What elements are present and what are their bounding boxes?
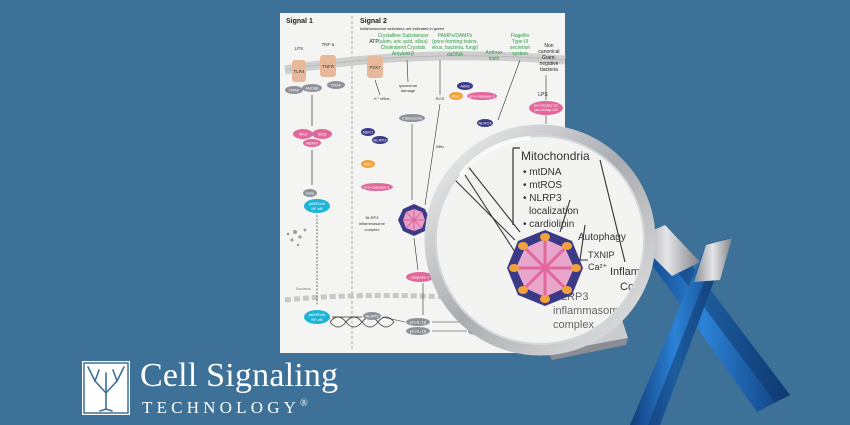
signal1-arrows — [311, 95, 362, 318]
mag-mito-title: Mitochondria — [521, 149, 590, 163]
activator-flagellin-2: Type III — [512, 39, 528, 45]
node-tnfr: TNFR — [322, 64, 335, 69]
mag-mito-localization: localization — [529, 206, 578, 217]
node-ikba: IκBα — [306, 191, 315, 196]
mag-autophagy: Autophagy — [578, 232, 626, 243]
mag-txnip: TXNIP — [588, 250, 615, 260]
activator-atp: ATP — [369, 39, 379, 45]
node-mito-small: Mito — [436, 144, 444, 149]
node-nlrp3-gene: NLRP3 — [366, 314, 380, 319]
node-tlr4: TLR4 — [293, 69, 305, 74]
node-nlrp3-inflammasome-2: inflammasome — [359, 221, 386, 226]
tree-icon — [82, 361, 130, 415]
node-nlrp3: NLRP3 — [374, 138, 388, 143]
node-nfkb: NF-κB — [311, 206, 323, 211]
activator-flagellin-1: Flagellin — [511, 33, 530, 39]
node-procasp11-2: pro-hCasp-4,5 — [535, 108, 558, 112]
node-procasp11-1: pro-mCasp-11/ — [534, 104, 558, 108]
mag-nlrp3-3: complex — [553, 319, 594, 331]
mag-mito-cardiolipin: • cardiolipin — [523, 219, 574, 230]
activator-pamps-3: virus, bacteria, fungi) — [432, 45, 479, 51]
activator-flagellin-4: system — [512, 51, 528, 57]
activator-lps-right: LPS — [538, 92, 548, 98]
mag-mito-mtdna: • mtDNA — [523, 167, 562, 178]
node-asc2: ASC — [364, 162, 372, 167]
registered-mark: ® — [300, 398, 308, 409]
signal2-arrows — [374, 59, 547, 332]
node-procasp1: pro-caspase-1 — [469, 94, 495, 99]
node-k-efflux: K⁺ efflux — [374, 96, 389, 101]
node-myd88: MyD88 — [306, 86, 319, 91]
activator-noncanonical-2: canonical — [538, 49, 559, 55]
mag-mito-mtros: • mtROS — [523, 180, 562, 191]
mag-mito-nlrp3: • NLRP3 — [523, 193, 562, 204]
node-caspase1-big: caspase-1 — [411, 275, 430, 280]
logo-subtitle: TECHNOLOGY® — [142, 398, 308, 418]
node-p65b: p65/RelA — [309, 312, 326, 317]
signal1-receptors — [292, 55, 383, 82]
activator-anthrax-2: toxin — [489, 56, 500, 62]
node-asc: ASC — [452, 94, 460, 99]
logo-name: Cell Signaling — [140, 357, 339, 394]
activator-dsdna: dsDNA — [447, 52, 464, 58]
activator-noncanonical-5: bacteria — [540, 67, 558, 73]
activator-noncanonical-3: Gram- — [542, 55, 557, 61]
node-nek7: NEK7 — [363, 130, 374, 135]
signal2-subtitle: Inflammasome activators are indicated in… — [360, 26, 445, 31]
node-nfkb2: NF-κB — [311, 317, 323, 322]
activator-anthrax-1: Anthrax — [485, 50, 503, 56]
node-ikka: IKKα — [299, 132, 308, 137]
node-traf2: TRAF — [331, 83, 342, 88]
node-cathepsin: Cathepsins — [402, 116, 422, 121]
node-il1b-pro: pro-IL-1β — [410, 320, 427, 325]
activator-crystalline-3: Cholesterol Crystals — [381, 45, 426, 51]
signal2-title: Signal 2 — [360, 18, 387, 25]
activator-noncanonical-4: negative — [540, 61, 559, 67]
logo-subtitle-text: TECHNOLOGY — [142, 398, 301, 417]
node-nlrp3-inflammasome-1: NLRP3 — [366, 215, 380, 220]
company-logo[interactable]: Cell Signaling TECHNOLOGY® — [82, 357, 372, 421]
node-tnfa: TNF-α — [322, 42, 335, 47]
activator-crystalline-4: Amyloid-β — [392, 51, 414, 57]
node-p2x7: P2X7 — [369, 65, 381, 70]
node-ikkb: IKKβ — [318, 132, 327, 137]
nucleus-label: Nucleus — [296, 286, 310, 291]
node-nlrc4: NLRC4 — [478, 121, 492, 126]
node-p65: p65/RelA — [309, 201, 326, 206]
magnifier-lens: Mitochondria • mtDNA • mtROS • NLRP3 loc… — [424, 124, 656, 356]
signal1-title: Signal 1 — [286, 18, 313, 25]
activator-crystalline-1: Crystalline Substances — [378, 33, 429, 39]
node-nlrp3-inflammasome-3: complex — [365, 227, 380, 232]
node-traf: TRAF — [289, 88, 300, 93]
inflammasome-big-icon — [507, 230, 583, 306]
degradation-debris — [286, 228, 307, 247]
node-procasp1b: pro-caspase-1 — [364, 185, 390, 190]
node-ros: ROS — [436, 96, 445, 101]
activator-pamps-1: PAMPs/DAMPs — [438, 33, 473, 39]
node-nemo: NEMO — [306, 141, 318, 146]
node-lysosomal-1: lysosomal — [399, 83, 417, 88]
mag-nlrp3-2: inflammasome — [553, 305, 625, 317]
activator-flagellin-3: secretion — [510, 45, 531, 51]
inflammasome-small — [398, 204, 430, 236]
activator-crystalline-2: (alum, uric acid, silica) — [378, 39, 428, 45]
activator-pamps-2: (pore-forming toxins, — [432, 39, 478, 45]
node-lysosomal-2: damage — [401, 88, 416, 93]
mag-ca: Ca²⁺ — [588, 262, 608, 272]
node-aim2: AIM2 — [460, 84, 470, 89]
node-il18-pro: pro-IL-18 — [410, 329, 427, 334]
activator-noncanonical-1: Non — [544, 43, 553, 49]
node-lps: LPS — [295, 46, 304, 51]
